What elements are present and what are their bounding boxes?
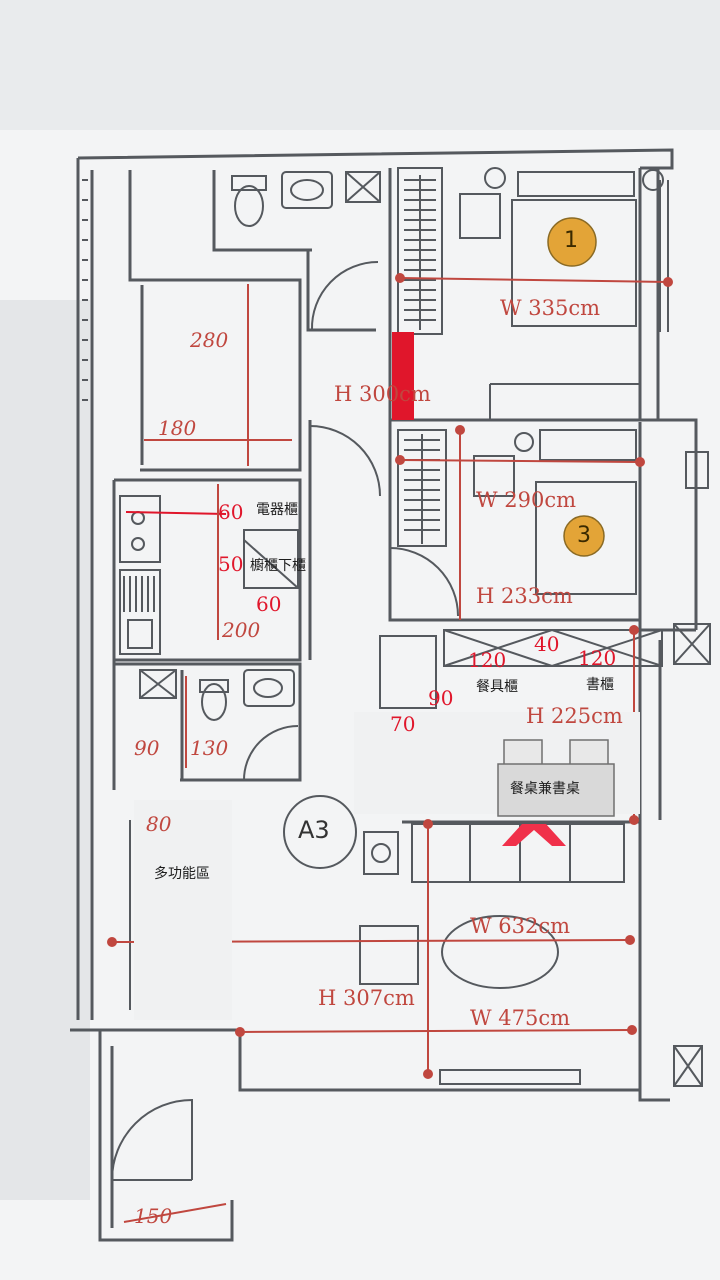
mark-60-top: 60 [218,500,244,524]
paper-shadow [0,300,90,1200]
living-width: W 632cm [470,914,571,938]
living-width-2: W 475cm [470,1006,571,1030]
hand-150: 150 [134,1204,173,1228]
hand-130: 130 [190,736,229,760]
mark-40: 40 [534,632,560,656]
paper [0,130,720,1280]
fixtures [82,167,711,1181]
room-3-height: H 233cm [476,584,573,608]
hall-highlight [392,332,414,420]
base-cabinet-label: 櫥櫃下櫃 [250,558,306,574]
bookshelf-label: 書櫃 [586,677,614,693]
unit-label: A3 [298,816,330,844]
mark-90: 90 [428,686,454,710]
room-1-width: W 335cm [500,296,601,320]
mark-60-bottom: 60 [256,592,282,616]
mark-120-left: 120 [468,648,507,672]
hand-200: 200 [222,618,261,642]
dining-height: H 225cm [526,704,623,728]
entry-arrow [502,824,566,846]
hand-90: 90 [134,736,160,760]
hand-180: 180 [158,416,197,440]
living-height: H 307cm [318,986,415,1010]
desk-chairs [497,739,615,817]
dining-desk-label: 餐桌兼書桌 [510,781,580,797]
room-3-number: 3 [577,523,591,548]
mark-120-right: 120 [578,646,617,670]
tableware-cabinet-label: 餐具櫃 [476,679,518,695]
hand-280: 280 [190,328,229,352]
top-blank-area [0,0,720,130]
room-1-number: 1 [564,228,578,253]
appliance-cabinet-label: 電器櫃 [256,502,298,518]
mark-50: 50 [218,552,244,576]
room-1-height: H 300cm [334,382,431,406]
room-badges [547,217,605,557]
hand-80: 80 [146,812,172,836]
room-3-width: W 290cm [476,488,577,512]
mark-70: 70 [390,712,416,736]
multi-function-area-label: 多功能區 [154,866,210,882]
